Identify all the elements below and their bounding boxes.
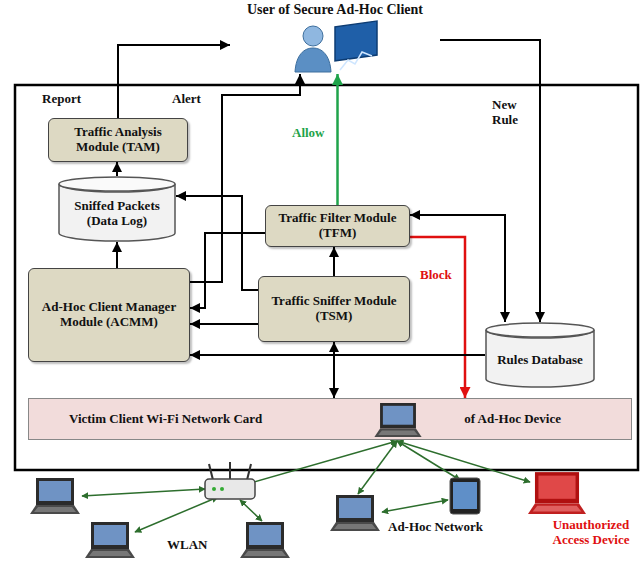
user-actor: User of Secure Ad-Hoc Client [230, 2, 440, 74]
network-links [82, 441, 530, 532]
node-text: Ad-Hoc Client Manager Module (ACMM) [37, 300, 181, 330]
edge-label: Block [418, 268, 454, 283]
node-text: Rules Database [497, 353, 583, 368]
connector-arrow [190, 74, 300, 282]
connector-arrow [190, 323, 258, 325]
device-laptop-icon [373, 403, 429, 437]
node-text: Sniffed Packets (Data Log) [66, 199, 168, 229]
laptop-icon [85, 522, 135, 558]
node-text: of Ad-Hoc Device [464, 412, 561, 427]
laptop-icon [330, 495, 380, 531]
device-label: Unauthorized Access Device [540, 518, 642, 548]
connector-arrow [190, 233, 265, 308]
edge-label: New Rule [490, 98, 536, 128]
user-icon [295, 21, 377, 72]
unauthorized-laptop-icon [528, 472, 586, 514]
connector-arrow [440, 40, 540, 322]
laptop-icon [240, 522, 290, 558]
connector-arrow [410, 215, 505, 322]
laptop-icon [30, 478, 80, 514]
database-cylinder: Rules Database [485, 322, 595, 388]
network-label: Ad-Hoc Network [386, 520, 485, 535]
connector-arrow [190, 354, 485, 356]
connector-arrow [333, 247, 335, 276]
connector-arrow [410, 237, 465, 398]
system-frame [15, 85, 638, 470]
network-card-band: Victim Client Wi-Fi Network Card of Ad-Ho… [28, 398, 632, 440]
module-box: Ad-Hoc Client Manager Module (ACMM) [28, 268, 190, 362]
edge-label: Allow [290, 126, 327, 141]
node-text: Victim Client Wi-Fi Network Card [69, 412, 262, 427]
node-text: Traffic Analysis Module (TAM) [57, 125, 179, 155]
edge-label: Report [40, 92, 83, 107]
connector-arrow [333, 342, 335, 398]
connector-arrow [118, 45, 230, 118]
connector-arrow [116, 242, 118, 268]
tablet-icon [450, 478, 480, 514]
module-box: Traffic Sniffer Module (TSM) [258, 276, 410, 342]
connector-arrow [116, 162, 118, 176]
node-text: Traffic Sniffer Module (TSM) [267, 294, 401, 324]
actor-title: User of Secure Ad-Hoc Client [247, 2, 423, 18]
connector-arrow [336, 74, 339, 205]
router-icon [205, 462, 255, 499]
node-text: Traffic Filter Module (TFM) [274, 211, 401, 241]
edge-label: Alert [170, 92, 203, 107]
module-box: Traffic Analysis Module (TAM) [48, 118, 188, 162]
module-box: Traffic Filter Module (TFM) [265, 205, 410, 247]
database-cylinder: Sniffed Packets (Data Log) [58, 176, 176, 242]
network-label: WLAN [165, 538, 209, 553]
